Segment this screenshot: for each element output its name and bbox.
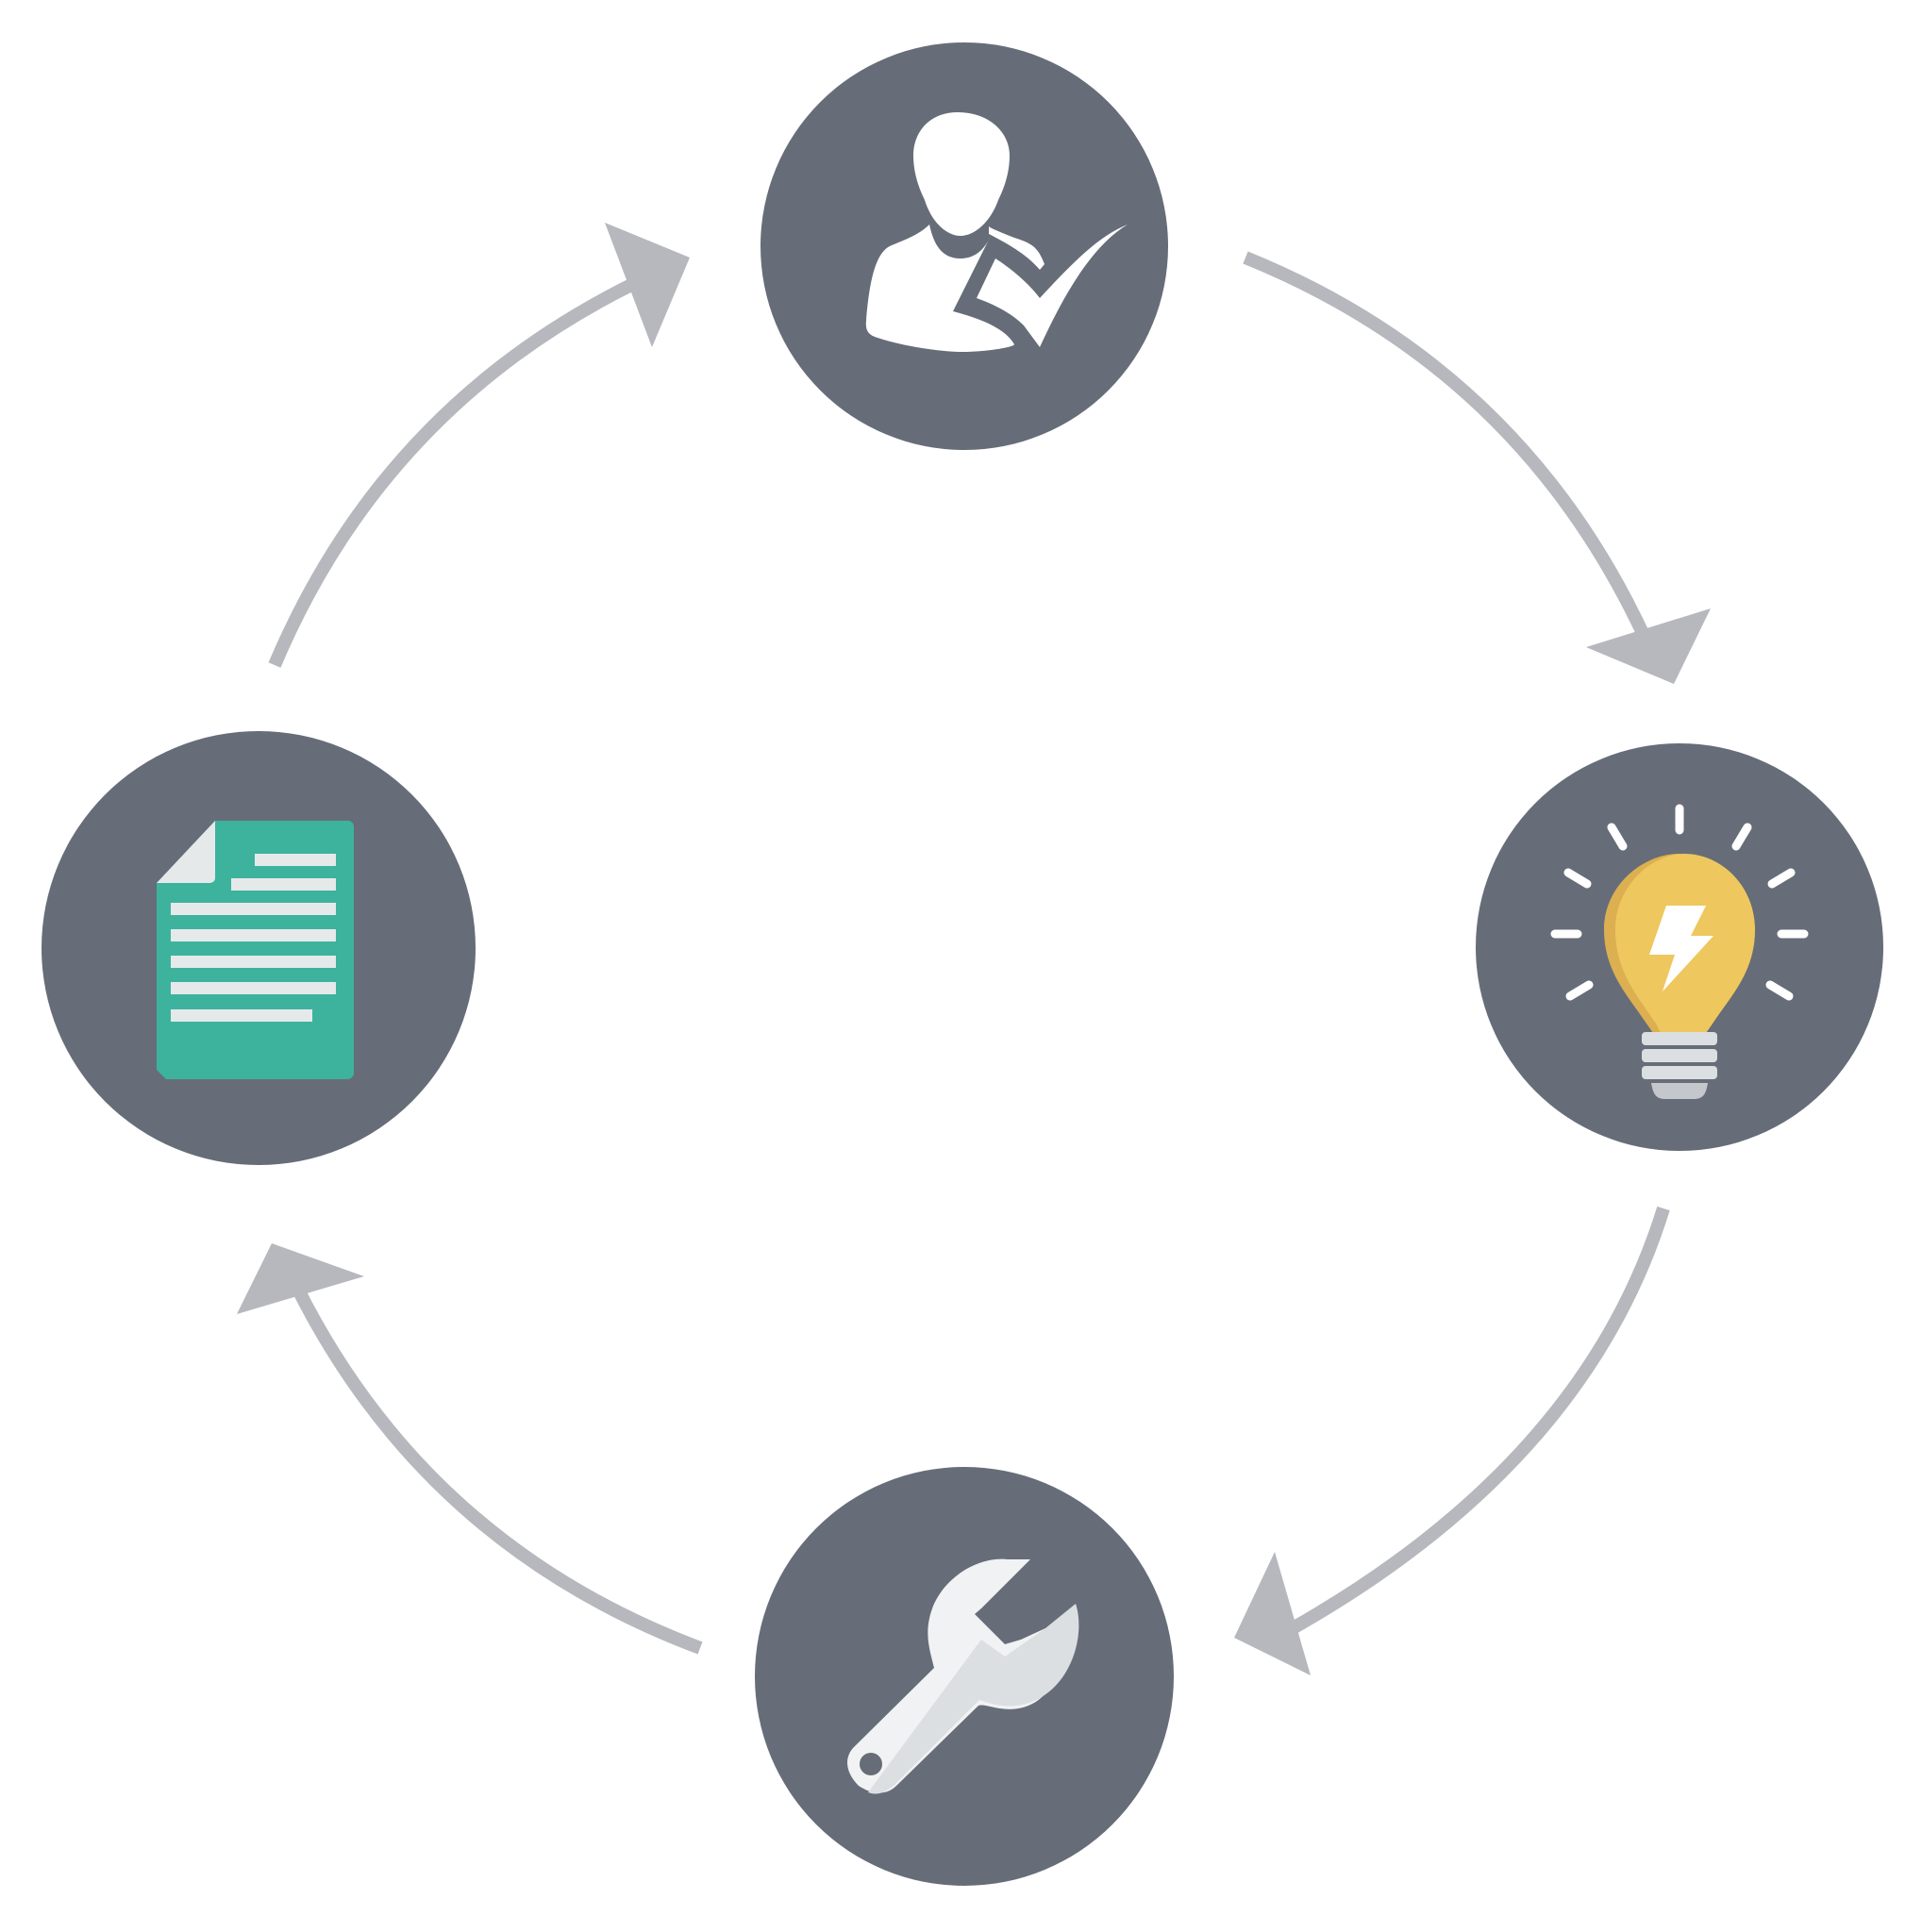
arrow-right-to-bottom [1234, 1206, 1670, 1675]
lightbulb-icon [1550, 804, 1809, 1099]
arrow-top-to-right [1243, 251, 1711, 684]
node-top [760, 42, 1168, 450]
wrench-icon [847, 1558, 1079, 1794]
arrow-left-to-top [268, 223, 690, 668]
arrow-bottom-to-left [237, 1243, 703, 1655]
person-check-icon [865, 112, 1128, 352]
document-icon [157, 821, 354, 1079]
